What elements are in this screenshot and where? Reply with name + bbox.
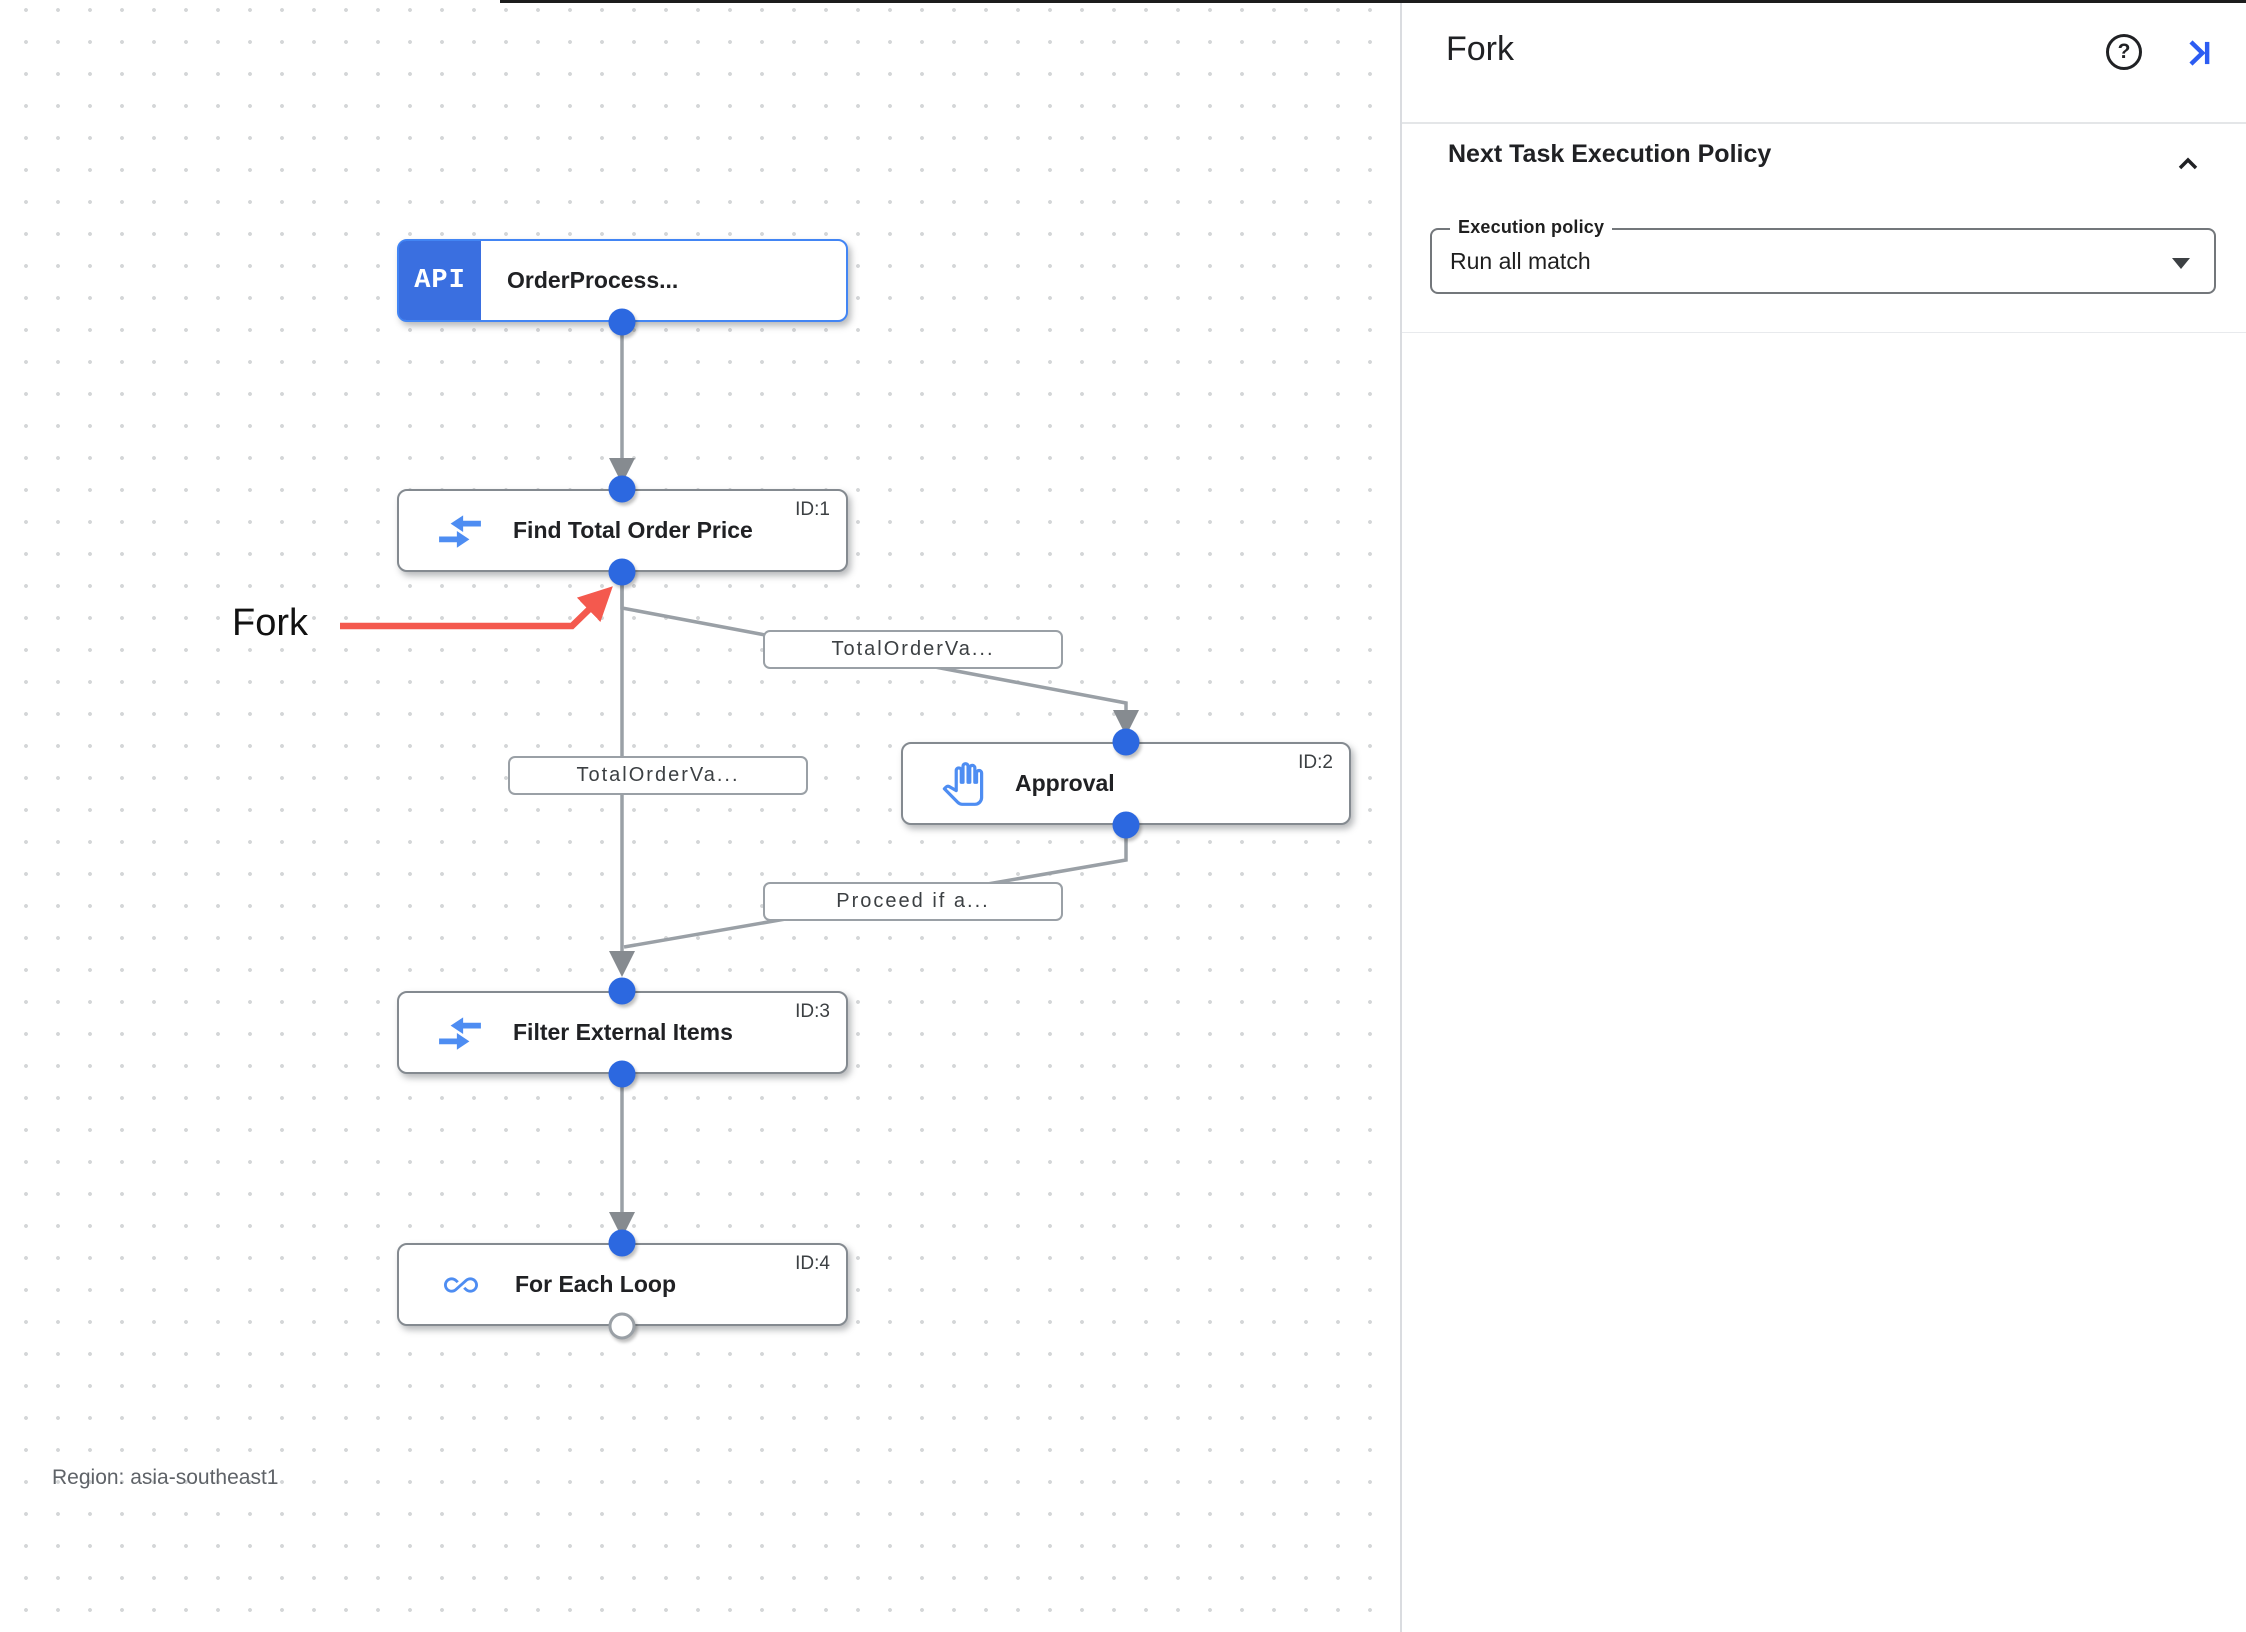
node-title: For Each Loop [515, 1271, 676, 1297]
region-note: Region: asia-southeast1 [52, 1466, 279, 1489]
node-title: Find Total Order Price [513, 517, 753, 543]
connector-dot[interactable] [608, 1229, 636, 1257]
node-id-badge: ID:1 [795, 499, 830, 520]
connector-dot[interactable] [608, 977, 636, 1005]
execution-policy-value: Run all match [1450, 247, 1591, 274]
connector-dot[interactable] [608, 1060, 636, 1088]
node-id-badge: ID:3 [795, 1001, 830, 1022]
node-title: OrderProcess... [507, 267, 679, 293]
connector-dot-empty[interactable] [608, 1312, 636, 1340]
node-id-badge: ID:2 [1298, 752, 1333, 773]
edge-label[interactable]: TotalOrderVa... [763, 630, 1063, 669]
chevron-up-icon[interactable] [2172, 148, 2204, 185]
collapse-panel-right-icon[interactable] [2178, 34, 2216, 77]
node-find-total-order-price[interactable]: Find Total Order Price ID:1 [397, 489, 848, 572]
connector-dot[interactable] [1112, 728, 1140, 756]
node-title: Filter External Items [513, 1019, 733, 1045]
help-icon[interactable]: ? [2106, 34, 2142, 70]
fork-annotation-label: Fork [232, 602, 308, 644]
panel-header: Fork ? [1402, 0, 2246, 124]
workflow-canvas[interactable]: API OrderProcess... Find Total Order Pri… [0, 0, 1400, 1632]
data-mapping-icon [437, 512, 483, 550]
connector-dot-fork-point[interactable] [608, 558, 636, 586]
edge-label[interactable]: Proceed if a... [763, 882, 1063, 921]
top-border [500, 0, 2246, 3]
api-trigger-icon: API [399, 241, 481, 320]
config-panel: Fork ? Next Task Execution Policy Execut… [1400, 0, 2246, 1632]
next-task-policy-heading: Next Task Execution Policy [1448, 140, 1772, 168]
node-title: Approval [1015, 770, 1115, 796]
section-divider [1402, 332, 2246, 333]
for-each-loop-icon [437, 1268, 485, 1302]
panel-title: Fork [1446, 30, 1514, 68]
data-mapping-icon [437, 1014, 483, 1052]
execution-policy-select[interactable]: Execution policy Run all match [1430, 217, 2216, 294]
connector-dot[interactable] [608, 475, 636, 503]
approval-hand-icon [941, 761, 985, 806]
execution-policy-label: Execution policy [1450, 217, 1613, 238]
connector-dot[interactable] [1112, 811, 1140, 839]
node-id-badge: ID:4 [795, 1253, 830, 1274]
edge-label[interactable]: TotalOrderVa... [508, 756, 808, 795]
dropdown-arrow-icon [2172, 258, 2190, 269]
connector-dot[interactable] [608, 308, 636, 336]
node-approval[interactable]: Approval ID:2 [901, 742, 1351, 825]
